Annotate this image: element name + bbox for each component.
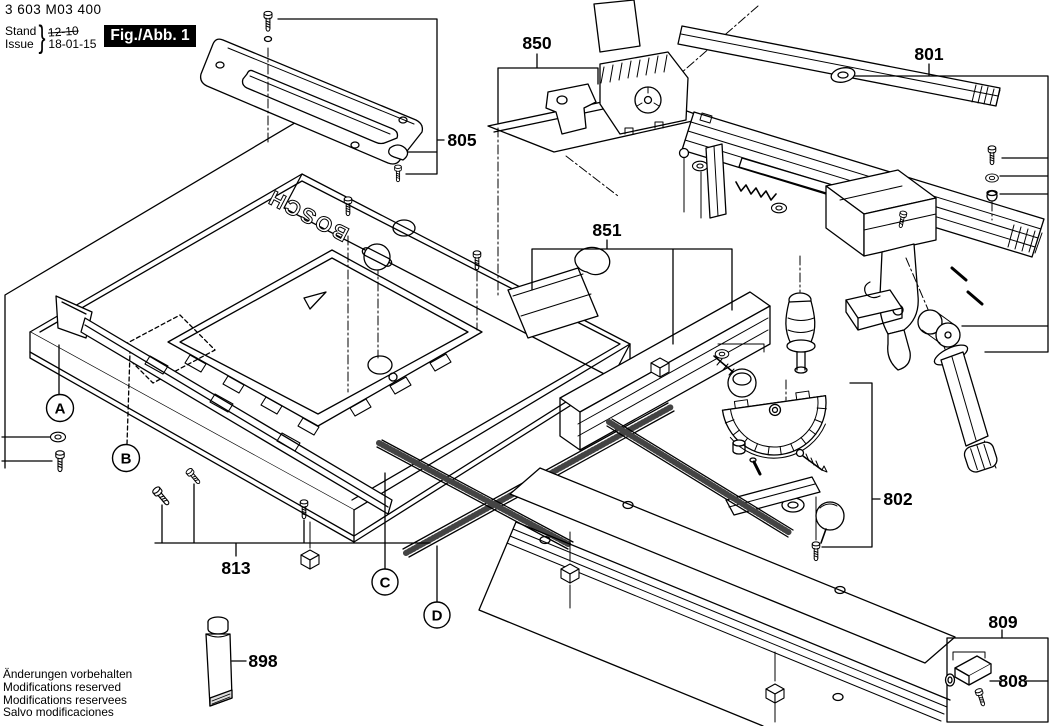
svg-text:A: A [55,401,66,418]
ref-circle-b: B [111,443,141,473]
miter-gauge-group [721,255,845,562]
svg-text:B: B [121,451,132,468]
issue-label: Issue [5,37,34,51]
title-block: 3 603 M03 400 Stand Issue } 12-10 18-01-… [5,2,102,55]
extension-table-group [507,246,771,451]
footer-line-en: Modifications reserved [3,679,122,694]
extension-plates [300,467,956,726]
callout-898: 898 [248,651,277,671]
brace-glyph: } [38,20,46,55]
ref-circle-d: D [423,601,451,629]
frame-boundary-line [4,107,321,469]
callout-813: 813 [221,558,250,578]
stand-label: Stand [5,24,37,38]
callout-805: 805 [447,130,476,150]
part-number: 3 603 M03 400 [5,2,102,17]
callout-850: 850 [522,33,551,53]
bosch-logo [361,243,393,271]
callout-809: 809 [988,612,1017,632]
blade-guard-mount-group [487,0,759,197]
front-guide-rail [55,295,393,515]
latch-bracket-808 [944,637,1049,723]
legal-footer: Änderungen vorbehalten Modifications res… [3,668,132,719]
footer-line-es: Salvo modificaciones [3,705,114,720]
fence-fasteners [830,67,999,202]
svg-text:C: C [380,575,391,592]
leader-lines [1,18,1049,682]
figure-label: Fig./Abb. 1 [104,25,196,47]
grease-tube [205,616,233,707]
footer-line-fr: Modifications reservees [3,692,127,707]
callout-801: 801 [914,44,943,64]
table-clips [184,353,452,436]
footer-line-de: Änderungen vorbehalten [3,667,133,681]
new-date: 18-01-15 [48,37,97,51]
ref-circle-a: A [45,393,75,423]
revision-block: Stand Issue } 12-10 18-01-15 [5,20,102,55]
callout-808: 808 [998,671,1027,691]
ref-circle-c: C [371,568,399,596]
fence-clamp-assembly [825,169,998,473]
throat-plate [199,10,424,183]
svg-text:D: D [432,608,443,625]
callout-851: 851 [592,220,621,240]
callout-802: 802 [883,489,912,509]
